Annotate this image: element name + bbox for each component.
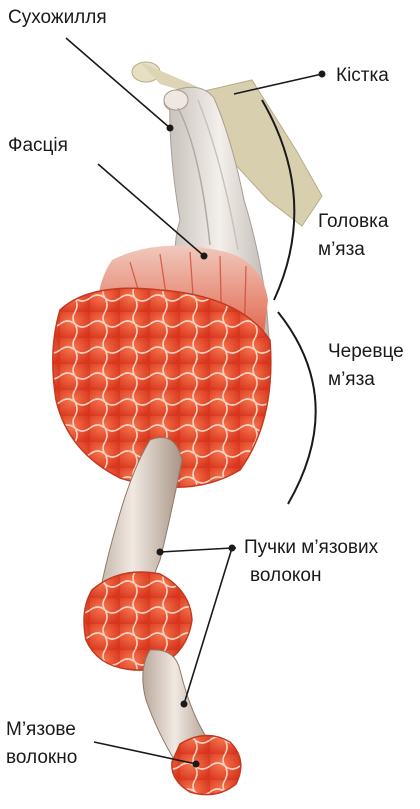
fiber-dot [193,761,200,768]
tendon-label: Сухожилля [8,6,107,30]
belly-label-line2: м’яза [328,368,375,392]
muscle-fiber-end [172,735,241,794]
bundles-label-line1: Пучки м’язових [244,536,378,560]
head-label-line2: м’яза [318,238,365,262]
head-label-line1: Головка [318,210,388,234]
bundles-dot-1 [157,549,164,556]
bundles-dot-2 [181,701,188,708]
fascia-dot [201,253,208,260]
fascia-label: Фасція [8,134,68,158]
bone-dot [319,71,326,78]
fascicle-bundle-shape [84,572,192,670]
tendon-leader [66,38,170,128]
tendon-dot [167,125,174,132]
fiber-label-line2: волокно [6,746,77,770]
belly-bracket [278,312,316,504]
belly-label-line1: Черевце [328,340,404,364]
bundles-label-line2: волокон [250,564,321,588]
bundles-dot-3 [229,545,236,552]
bone-label: Кістка [336,64,389,88]
fiber-label-line1: М’язове [6,718,76,742]
